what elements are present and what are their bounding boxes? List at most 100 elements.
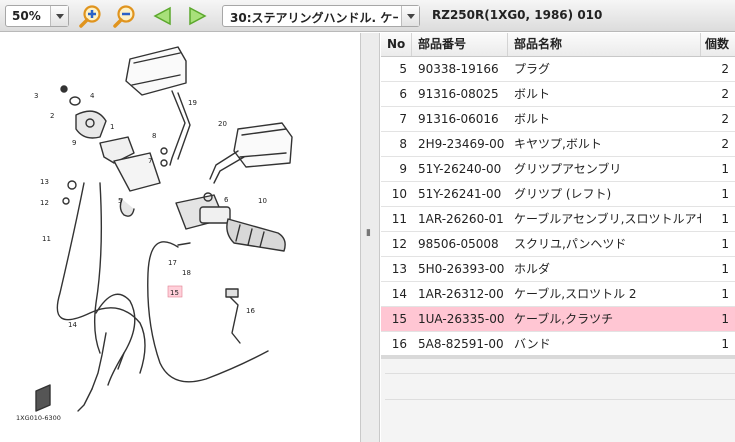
diagram-code: 1XG010-6300 xyxy=(16,414,61,422)
table-row[interactable]: 5 90338-19166 プラグ 2 xyxy=(381,57,735,82)
quantity-cell: 1 xyxy=(721,287,729,301)
row-number: 6 xyxy=(399,87,407,101)
figure-select[interactable]: 30:ステアリングハンドル. ケーブル xyxy=(222,5,420,27)
quantity-cell: 1 xyxy=(721,187,729,201)
parts-table: No 部品番号 部品名称 個数 5 90338-19166 プラグ 2 6 91316-0… xyxy=(381,33,735,355)
table-row[interactable]: 7 91316-06016 ボルト 2 xyxy=(381,107,735,132)
part-number-cell: 90338-19166 xyxy=(418,62,499,76)
splitter-grip-icon: ▮ xyxy=(366,228,371,238)
quantity-cell: 1 xyxy=(721,262,729,276)
svg-text:14: 14 xyxy=(68,321,77,329)
arrow-left-icon xyxy=(153,6,171,26)
quantity-cell: 1 xyxy=(721,212,729,226)
part-number-cell: 91316-06016 xyxy=(418,112,499,126)
part-number-cell: 91316-08025 xyxy=(418,87,499,101)
part-number-cell: 51Y-26240-00 xyxy=(418,162,502,176)
header-quantity[interactable]: 個数 xyxy=(705,37,730,51)
row-number: 12 xyxy=(391,237,407,251)
svg-text:10: 10 xyxy=(258,197,267,205)
part-name-cell: バンド xyxy=(514,337,551,351)
svg-text:8: 8 xyxy=(152,132,156,140)
svg-text:5: 5 xyxy=(118,197,122,205)
table-row[interactable]: 13 5H0-26393-00 ホルダ 1 xyxy=(381,257,735,282)
part-name-cell: ボルト xyxy=(514,87,551,101)
panel-splitter[interactable]: ▮ xyxy=(360,33,380,442)
row-number: 15 xyxy=(391,312,407,326)
zoom-out-button[interactable] xyxy=(112,4,138,28)
quantity-cell: 2 xyxy=(721,137,729,151)
row-number: 8 xyxy=(399,137,407,151)
part-name-cell: プラグ xyxy=(514,62,551,76)
callout-highlight[interactable] xyxy=(167,285,183,298)
table-row[interactable]: 16 5A8-82591-00 バンド 1 xyxy=(381,332,735,355)
svg-text:4: 4 xyxy=(90,92,95,100)
model-title: RZ250R(1XG0, 1986) 010 xyxy=(432,8,603,22)
svg-text:18: 18 xyxy=(182,269,191,277)
header-no[interactable]: No xyxy=(381,33,412,56)
zoom-select[interactable]: 50% xyxy=(5,5,69,27)
part-number-cell: 51Y-26241-00 xyxy=(418,187,502,201)
svg-text:17: 17 xyxy=(168,259,177,267)
svg-text:13: 13 xyxy=(40,178,49,186)
divider xyxy=(385,399,735,400)
part-number-cell: 1AR-26312-00 xyxy=(418,287,504,301)
svg-text:15: 15 xyxy=(170,289,179,297)
part-number-cell: 2H9-23469-00 xyxy=(418,137,505,151)
part-number-cell: 5A8-82591-00 xyxy=(418,337,504,351)
zoom-in-button[interactable] xyxy=(78,4,104,28)
table-body: 5 90338-19166 プラグ 2 6 91316-08025 ボルト 2 7 91316-0… xyxy=(381,57,735,355)
svg-text:6: 6 xyxy=(224,196,229,204)
quantity-cell: 2 xyxy=(721,112,729,126)
next-button[interactable] xyxy=(184,4,210,28)
part-name-cell: ケーブル,スロツトル 2 xyxy=(514,287,637,301)
svg-text:11: 11 xyxy=(42,235,51,243)
row-number: 16 xyxy=(391,337,407,351)
quantity-cell: 1 xyxy=(721,162,729,176)
quantity-cell: 2 xyxy=(721,87,729,101)
table-row[interactable]: 8 2H9-23469-00 キヤツプ,ボルト 2 xyxy=(381,132,735,157)
row-number: 9 xyxy=(399,162,407,176)
part-name-cell: グリツプアセンブリ xyxy=(514,162,622,176)
svg-text:2: 2 xyxy=(50,112,54,120)
table-row[interactable]: 9 51Y-26240-00 グリツプアセンブリ 1 xyxy=(381,157,735,182)
part-name-cell: キヤツプ,ボルト xyxy=(514,137,602,151)
row-number: 5 xyxy=(399,62,407,76)
previous-button[interactable] xyxy=(150,4,176,28)
zoom-out-icon xyxy=(113,5,135,28)
table-row[interactable]: 10 51Y-26241-00 グリツプ (レフト) 1 xyxy=(381,182,735,207)
row-number: 13 xyxy=(391,262,407,276)
part-number-cell: 98506-05008 xyxy=(418,237,499,251)
svg-text:12: 12 xyxy=(40,199,49,207)
part-name-cell: ボルト xyxy=(514,112,551,126)
row-number: 11 xyxy=(391,212,407,226)
part-name-cell: ホルダ xyxy=(514,262,551,276)
quantity-cell: 1 xyxy=(721,312,729,326)
part-name-cell: ケーブルアセンブリ,スロツトルアセンブリ xyxy=(514,212,701,226)
header-part-number[interactable]: 部品番号 xyxy=(412,33,508,56)
chevron-down-icon[interactable] xyxy=(401,6,419,26)
part-name-cell: グリツプ (レフト) xyxy=(514,187,612,201)
part-number-cell: 5H0-26393-00 xyxy=(418,262,505,276)
header-part-name[interactable]: 部品名称 xyxy=(508,33,701,56)
detail-panel xyxy=(381,355,735,442)
quantity-cell: 2 xyxy=(721,62,729,76)
part-number-cell: 1UA-26335-00 xyxy=(418,312,505,326)
arrow-right-icon xyxy=(189,6,207,26)
divider xyxy=(385,373,735,374)
table-row[interactable]: 6 91316-08025 ボルト 2 xyxy=(381,82,735,107)
part-name-cell: スクリユ,パンヘツド xyxy=(514,237,627,251)
quantity-cell: 1 xyxy=(721,337,729,351)
svg-text:7: 7 xyxy=(148,157,152,165)
svg-text:20: 20 xyxy=(218,120,227,128)
part-name-cell: ケーブル,クラツチ xyxy=(514,312,614,326)
row-number: 7 xyxy=(399,112,407,126)
table-row[interactable]: 12 98506-05008 スクリユ,パンヘツド 1 xyxy=(381,232,735,257)
row-number: 10 xyxy=(391,187,407,201)
chevron-down-icon[interactable] xyxy=(50,6,68,26)
table-row[interactable]: 15 1UA-26335-00 ケーブル,クラツチ 1 xyxy=(381,307,735,332)
quantity-cell: 1 xyxy=(721,237,729,251)
svg-text:19: 19 xyxy=(188,99,197,107)
